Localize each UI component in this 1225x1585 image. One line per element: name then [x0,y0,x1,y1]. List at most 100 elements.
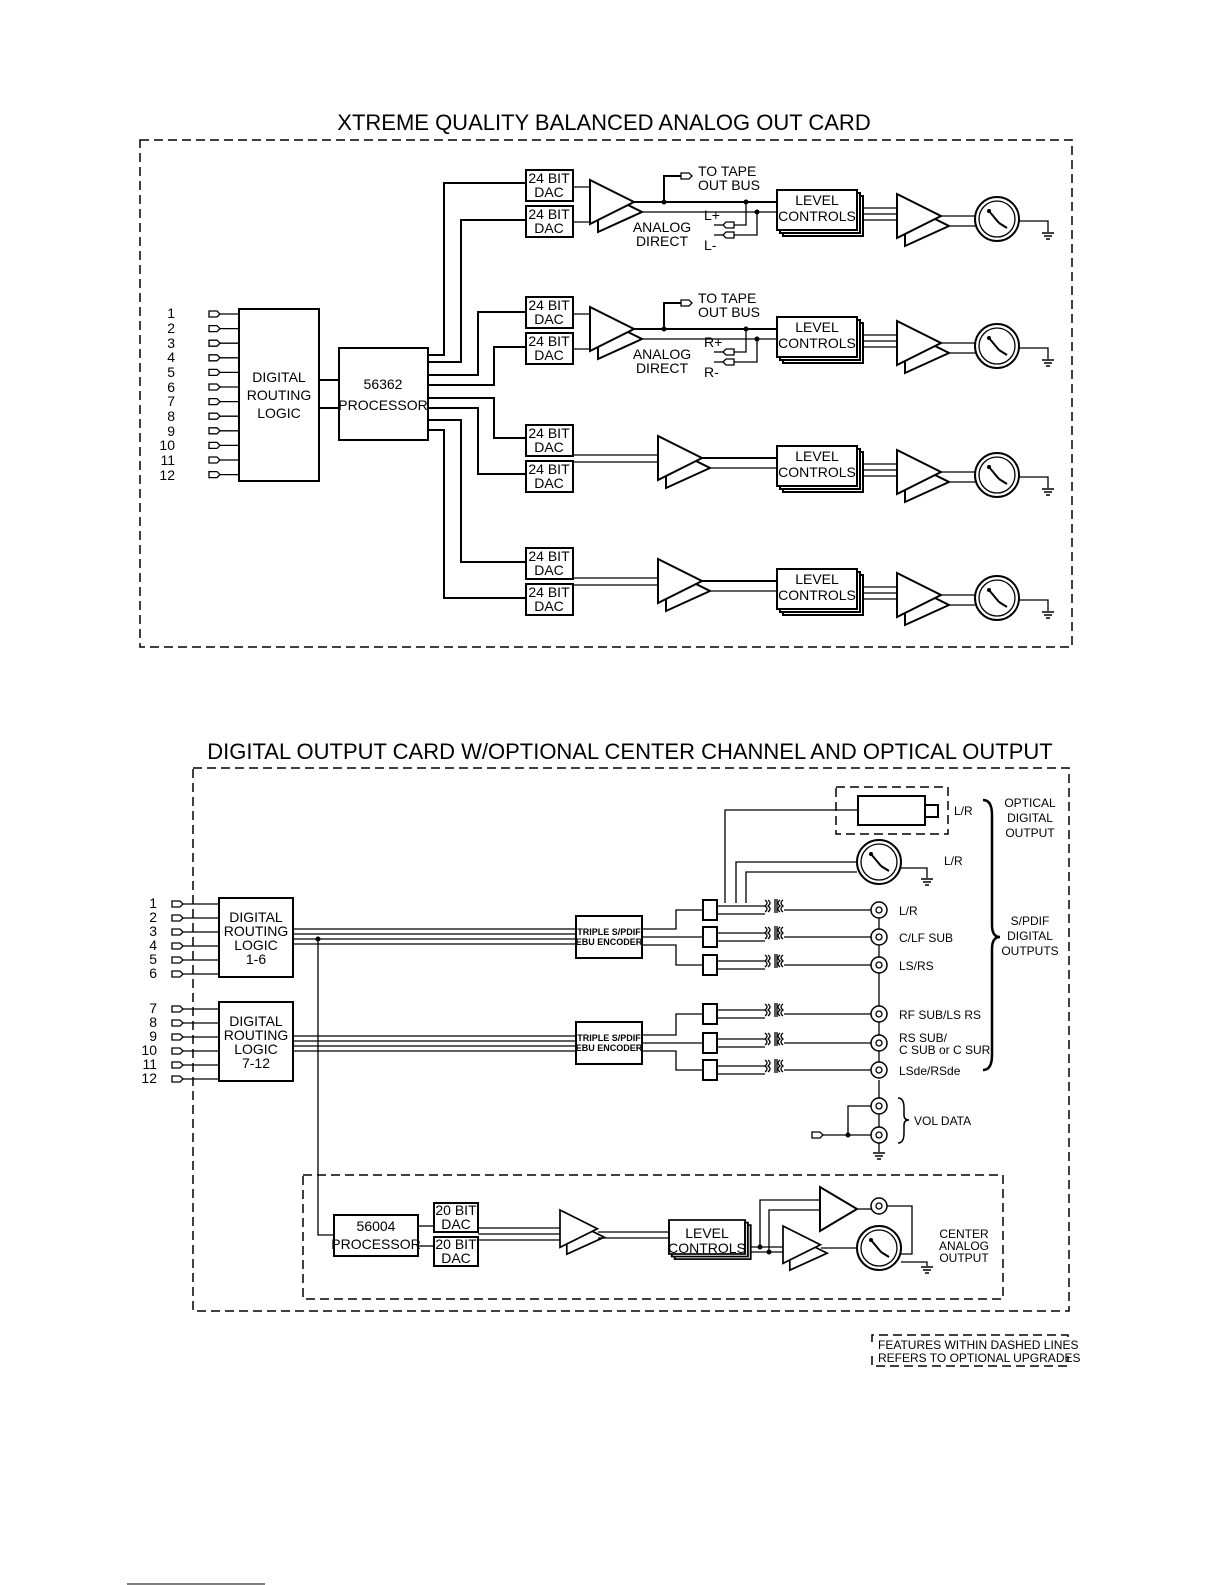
routing-label: ROUTING [224,923,289,939]
dac-label: DAC [534,475,564,491]
vol-data-jack-1 [870,1097,888,1115]
dac-label: DAC [441,1250,471,1266]
center-group-label: CENTER [939,1227,989,1241]
digital-inputs-b: 7 8 9 10 11 12 [141,1000,157,1086]
dac-label: DAC [534,562,564,578]
output-amplifier [896,193,950,247]
spdif-group-label: S/PDIF [1011,914,1050,928]
vol-data-input-connector [811,1131,824,1139]
processor-to-dac-wiring [428,182,526,599]
input-connector [171,928,184,936]
routing-logic-label: DIGITAL [252,369,306,385]
output-driver-box [702,1032,718,1054]
direct-out-connector [722,358,735,366]
dac-label: 24 BIT [528,333,570,349]
spdif-rca-jack [870,901,888,919]
spdif-output-label: L/R [899,904,918,918]
dac-label: DAC [534,311,564,327]
dac-24bit-box [525,424,574,457]
input-label: 1 [149,895,157,911]
center-group-label: OUTPUT [939,1251,989,1265]
input-connector [171,914,184,922]
dac-label: DAC [534,220,564,236]
output-amplifier [896,449,950,503]
xlr-lr-label: L/R [944,854,963,868]
routing-label: 1-6 [246,951,266,967]
processor-number: 56004 [357,1218,396,1234]
input-label: 6 [167,379,175,395]
input-label: 10 [141,1042,157,1058]
routing-logic-1-6-box [218,897,294,978]
encoder-label: TRIPLE S/PDIF [577,1033,641,1043]
output-driver-box [702,954,718,976]
dac-label: 24 BIT [528,461,570,477]
input-label: 6 [149,965,157,981]
direct-plus-label: L+ [704,207,720,223]
optical-lr-label: L/R [954,804,973,818]
analog-direct-label: DIRECT [636,233,689,249]
dac-label: DAC [534,347,564,363]
routing-logic-label: LOGIC [257,405,301,421]
digital-card-title: DIGITAL OUTPUT CARD W/OPTIONAL CENTER CH… [207,739,1052,764]
input-connector [171,956,184,964]
analog-card-border [139,139,1073,648]
input-label: 12 [159,467,175,483]
dac-label: DAC [441,1216,471,1232]
tape-out-label: OUT BUS [698,304,760,320]
input-connector [208,368,221,377]
input-connector [171,942,184,950]
amplifier [657,435,711,489]
output-driver-box [702,1059,718,1081]
input-label: 7 [149,1000,157,1016]
processor-label: PROCESSOR [331,1236,420,1252]
vol-data-label: VOL DATA [914,1114,971,1128]
optical-group-label: DIGITAL [1007,811,1053,825]
input-label: 10 [159,437,175,453]
footnote-line2: REFERS TO OPTIONAL UPGRADES [878,1351,1081,1365]
routing-label: DIGITAL [229,909,283,925]
input-label: 8 [149,1014,157,1030]
dac-label: 24 BIT [528,425,570,441]
input-label: 7 [167,393,175,409]
transformer-icon [764,898,784,914]
dac-label: 20 BIT [435,1202,477,1218]
encoder-label: EBU ENCODER [576,937,643,947]
spdif-output-label: C/LF SUB [899,931,953,945]
routing-logic-label: ROUTING [247,387,312,403]
input-connector [208,310,221,318]
input-connector [208,397,221,406]
tape-out-label: TO TAPE [698,163,756,179]
spdif-output-label: LSde/RSde [899,1064,961,1078]
direct-out-connector [722,231,735,239]
optical-group-label: OPTICAL [1004,796,1056,810]
transformer-icon [764,1031,784,1047]
amplifier [657,558,711,612]
dac-24bit-box [525,547,574,580]
spdif-rca-jack [870,1034,888,1052]
ground-symbol [1041,611,1055,619]
dac-20bit-box [433,1236,479,1267]
dac-20bit-box [433,1202,479,1233]
center-channel-option-border [302,1174,1004,1300]
ground-symbol [1041,488,1055,496]
input-connector [208,441,221,450]
input-label: 5 [167,364,175,380]
direct-plus-label: R+ [704,334,722,350]
encoder-box-a [575,915,643,959]
routing-logic-box [238,308,320,482]
processor-number: 56362 [364,376,403,392]
ground-symbol [1041,232,1055,240]
spdif-rca-jack [870,1061,888,1079]
level-label: LEVEL [795,319,839,335]
input-connector [208,456,221,464]
analog-inputs: 1 2 3 4 5 6 7 8 9 10 11 12 [159,305,239,483]
input-connector [171,1019,184,1027]
direct-minus-label: L- [704,237,717,253]
xlr-analog-output [974,575,1020,621]
input-label: 3 [167,335,175,351]
processor-label: PROCESSOR [338,397,427,413]
dac-label: 24 BIT [528,206,570,222]
input-label: 3 [149,923,157,939]
encoder-label: TRIPLE S/PDIF [577,927,641,937]
input-label: 8 [167,408,175,424]
